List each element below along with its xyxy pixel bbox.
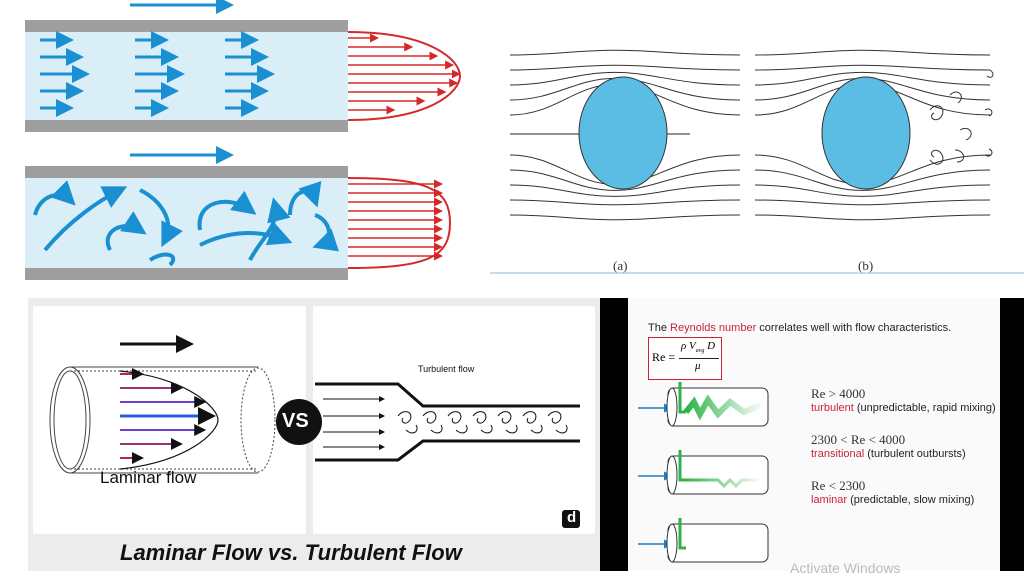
- dye-streak: [683, 394, 766, 421]
- sphere-flow-svg: [490, 49, 1024, 274]
- formula-lhs: Re =: [652, 350, 676, 364]
- streamline: [509, 49, 741, 56]
- pipe: [667, 523, 769, 563]
- regime-description: laminar (predictable, slow mixing): [811, 494, 975, 506]
- regime-range: 2300 < Re < 4000: [811, 432, 906, 447]
- regime-description: transitional (turbulent outbursts): [811, 448, 966, 460]
- dye-injector: [678, 518, 686, 550]
- streamline: [509, 71, 741, 86]
- turbulent-swirls: [33, 180, 339, 267]
- laminar-label: Laminar flow: [100, 468, 197, 487]
- streamline: [754, 184, 991, 197]
- streamline: [509, 214, 741, 221]
- streamline: [754, 49, 991, 56]
- pipe-flow-svg: [25, 0, 462, 280]
- parabolic-profile: [347, 31, 462, 121]
- turbulent-label: Turbulent flow: [418, 364, 475, 374]
- sphere-flow-diagram: (a) (b): [490, 0, 1024, 290]
- caption: Laminar Flow vs. Turbulent Flow: [120, 540, 462, 565]
- dye-streak: [686, 477, 763, 489]
- vs-badge: [276, 399, 322, 445]
- dye-injector: [678, 450, 686, 482]
- formula-box: Re = ρ Vavg D μ: [648, 337, 722, 380]
- slide-intro: The Reynolds number correlates well with…: [648, 322, 952, 334]
- laminar-vs-turbulent: VS d Laminar flow Turbulent flow Laminar…: [28, 298, 600, 571]
- regime-range: Re > 4000: [811, 386, 866, 401]
- streamline: [754, 71, 991, 86]
- pipe-wall: [25, 120, 348, 132]
- streamline: [509, 64, 741, 71]
- compare-svg: [49, 335, 580, 528]
- streamline: [509, 199, 741, 206]
- streamline: [754, 199, 991, 206]
- dye-injector: [678, 382, 686, 414]
- watermark: Activate Windows: [790, 560, 901, 576]
- streamline: [754, 64, 991, 71]
- pipe: [667, 455, 769, 495]
- turbulent-card: [313, 306, 595, 534]
- logo: d: [567, 509, 577, 526]
- turbulent-profile: [347, 177, 452, 269]
- laminar-arrows: [40, 31, 275, 117]
- sphere-a: [578, 76, 668, 190]
- pipe-flow-diagram: [0, 0, 490, 290]
- pipe-wall: [25, 20, 348, 32]
- streamline: [754, 169, 991, 191]
- logo-badge: [562, 510, 580, 528]
- streamline: [509, 169, 741, 191]
- streamline: [509, 184, 741, 197]
- vs-label: VS: [282, 410, 309, 432]
- reynolds-slide: The Reynolds number correlates well with…: [600, 298, 1024, 576]
- pipe-wall: [25, 268, 348, 280]
- label-b: (b): [858, 258, 874, 273]
- sphere-b: [821, 76, 911, 190]
- regime-range: Re < 2300: [811, 478, 866, 493]
- wake-vortices: [929, 69, 994, 165]
- pipes-svg: [638, 382, 769, 563]
- pipe-fluid: [25, 32, 348, 120]
- streamline: [754, 214, 991, 221]
- formula-den: μ: [695, 360, 701, 372]
- label-a: (a): [613, 258, 628, 273]
- regime-description: turbulent (unpredictable, rapid mixing): [811, 402, 996, 414]
- pipe-fluid: [25, 178, 348, 268]
- pipe-wall: [25, 166, 348, 178]
- slide-canvas: The Reynolds number correlates well with…: [628, 298, 1000, 571]
